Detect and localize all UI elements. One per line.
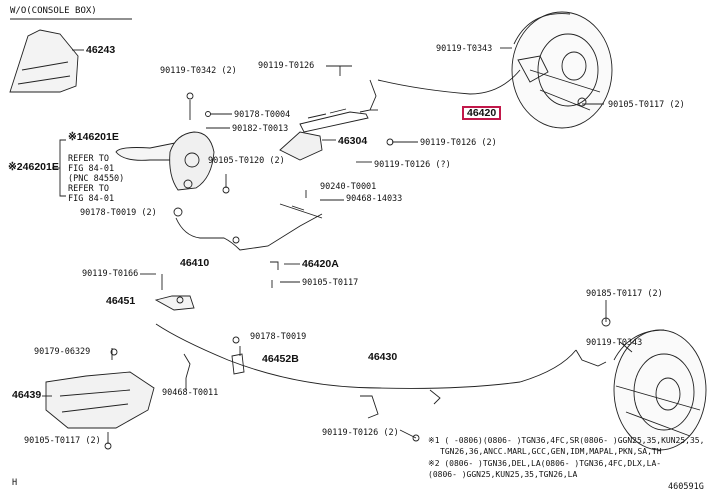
- refer-pnc-label-1: (PNC 84550): [68, 174, 125, 184]
- part-90105-t0117-mid[interactable]: 90105-T0117: [302, 278, 359, 288]
- part-90179-06329[interactable]: 90179-06329: [34, 347, 91, 357]
- part-90182-t0013[interactable]: 90182-T0013: [232, 124, 289, 134]
- part-90178-t0019[interactable]: 90178-T0019 (2): [80, 208, 157, 218]
- part-90119-t0126-q[interactable]: 90119-T0126 (?): [374, 160, 451, 170]
- part-90119-t0342[interactable]: 90119-T0342 (2): [160, 66, 237, 76]
- applicability-note-2: TGN26,36,ANCC.MARL,GCC,GEN,IDM,MAPAL,PKN…: [440, 447, 662, 456]
- part-90119-t0126-b[interactable]: 90119-T0126 (2): [322, 428, 399, 438]
- applicability-note-1: ※1 ( -0806)(0806- )TGN36,4FC,SR(0806- )G…: [428, 436, 705, 445]
- part-46451[interactable]: 46451: [106, 295, 136, 307]
- applicability-note-4: (0806- )GGN25,KUN25,35,TGN26,LA: [428, 470, 578, 479]
- part-90178-t0004[interactable]: 90178-T0004: [234, 110, 291, 120]
- part-90119-t0166[interactable]: 90119-T0166: [82, 269, 139, 279]
- part-46430[interactable]: 46430: [368, 351, 398, 363]
- part-90119-t0343-b[interactable]: 90119-T0343: [586, 338, 643, 348]
- refer-fig-label-2[interactable]: FIG 84-01: [68, 194, 115, 204]
- part-46420a[interactable]: 46420A: [302, 258, 339, 270]
- part-90105-t0117-right[interactable]: 90105-T0117 (2): [608, 100, 685, 110]
- refer-to-label-2: REFER TO: [68, 184, 109, 194]
- part-90240-t0001[interactable]: 90240-T0001: [320, 182, 377, 192]
- part-90178-t0019-b[interactable]: 90178-T0019: [250, 332, 307, 342]
- part-90119-t0126-top[interactable]: 90119-T0126: [258, 61, 315, 71]
- figure-id: 460591G: [668, 482, 704, 492]
- part-90105-t0117-b[interactable]: 90105-T0117 (2): [24, 436, 101, 446]
- part-46439[interactable]: 46439: [12, 389, 42, 401]
- part-46201e-note2[interactable]: ※246201E: [8, 161, 59, 173]
- part-46420-highlighted[interactable]: 46420: [462, 106, 502, 120]
- part-90119-t0126-2[interactable]: 90119-T0126 (2): [420, 138, 497, 148]
- part-46201e-note1[interactable]: ※146201E: [68, 131, 119, 143]
- part-90105-t0120[interactable]: 90105-T0120 (2): [208, 156, 285, 166]
- part-90468-t0011[interactable]: 90468-T0011: [162, 388, 219, 398]
- part-90468-14033[interactable]: 90468-14033: [346, 194, 403, 204]
- part-90119-t0343-top[interactable]: 90119-T0343: [436, 44, 493, 54]
- part-46243[interactable]: 46243: [86, 44, 116, 56]
- refer-fig-label-1[interactable]: FIG 84-01: [68, 164, 115, 174]
- footer-left-code: H: [12, 478, 18, 488]
- part-46410[interactable]: 46410: [180, 257, 210, 269]
- refer-to-label-1: REFER TO: [68, 154, 109, 164]
- part-46304[interactable]: 46304: [338, 135, 368, 147]
- diagram-title: W/O(CONSOLE BOX): [10, 6, 97, 16]
- part-46452b[interactable]: 46452B: [262, 353, 299, 365]
- applicability-note-3: ※2 (0806- )TGN36,DEL,LA(0806- )TGN36,4FC…: [428, 459, 662, 468]
- part-90185-t0117[interactable]: 90185-T0117 (2): [586, 289, 663, 299]
